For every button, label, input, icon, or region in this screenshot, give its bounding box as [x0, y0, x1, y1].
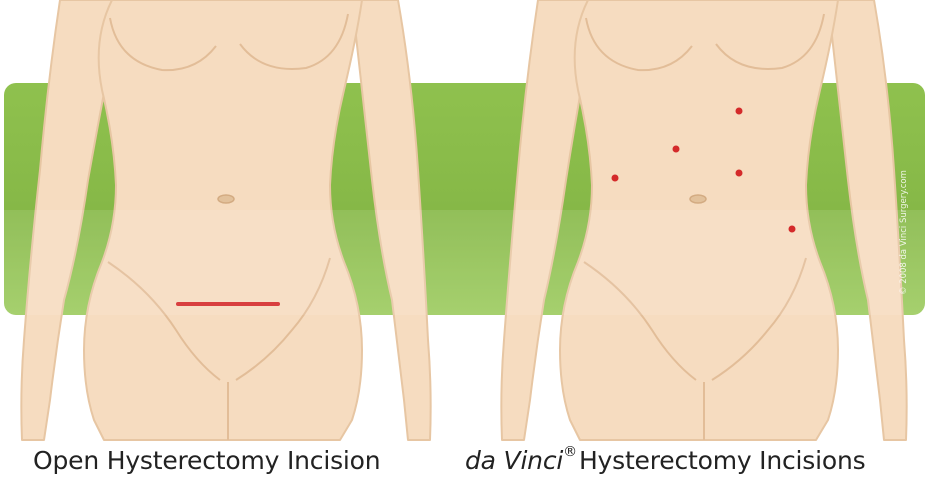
caption-right-text: Hysterectomy Incisions	[579, 446, 866, 475]
band-tint-overlay	[4, 210, 925, 315]
left-figure-navel	[218, 195, 234, 203]
incision-point	[736, 108, 743, 115]
incision-point	[673, 146, 680, 153]
copyright-notice: © 2008 da Vinci Surgery.com	[899, 170, 909, 295]
right-figure-navel	[690, 195, 706, 203]
incision-point	[612, 175, 619, 182]
incision-point	[789, 226, 796, 233]
open-hysterectomy-caption: Open Hysterectomy Incision	[33, 446, 380, 486]
incision-point	[736, 170, 743, 177]
registered-mark: ®	[563, 444, 577, 460]
da-vinci-hysterectomy-caption: da Vinci®Hysterectomy Incisions	[465, 446, 865, 486]
caption-left-text: Open Hysterectomy Incision	[33, 446, 380, 475]
caption-right-brand: da Vinci	[465, 446, 563, 475]
